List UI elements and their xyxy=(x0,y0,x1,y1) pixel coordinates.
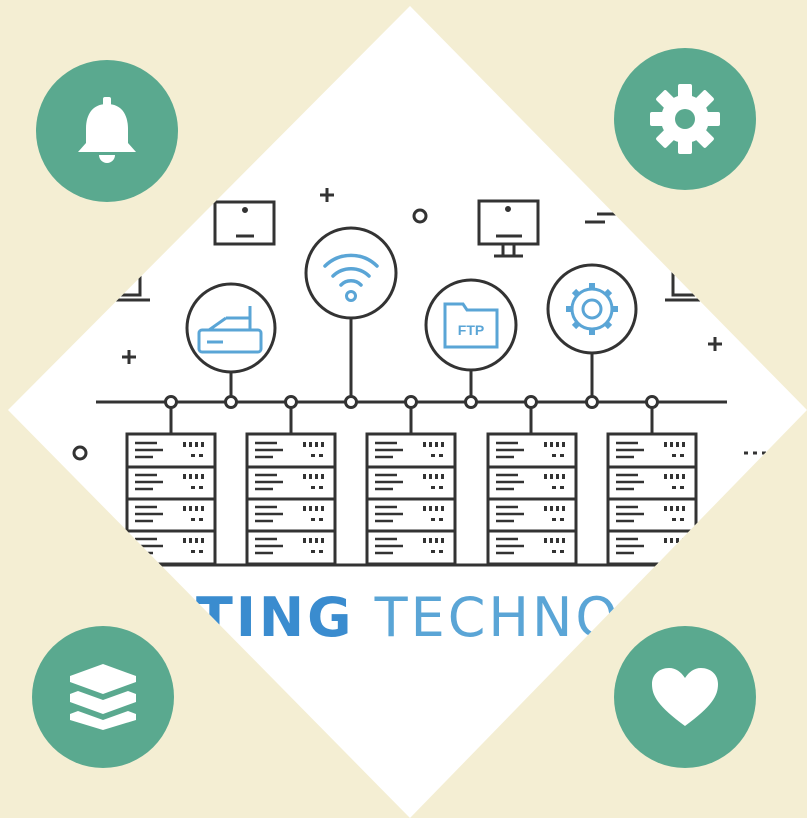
gear-icon xyxy=(650,84,720,154)
heart-badge[interactable] xyxy=(614,626,756,768)
gear-badge[interactable] xyxy=(614,48,756,190)
layers-badge[interactable] xyxy=(32,626,174,768)
caption-bold: TING xyxy=(196,586,354,649)
server-rack xyxy=(365,432,457,566)
layers-icon xyxy=(70,664,136,730)
server-rack xyxy=(245,432,337,566)
decorative-marks xyxy=(72,188,766,461)
server-rack xyxy=(606,432,698,566)
heart-icon xyxy=(652,668,718,726)
bell-icon xyxy=(78,97,136,163)
tablet-icon xyxy=(213,200,276,246)
ftp-label: FTP xyxy=(458,322,484,338)
monitor-icon xyxy=(477,199,540,258)
server-rack xyxy=(486,432,578,566)
caption-light: TECHNOL xyxy=(354,586,654,649)
server-rack xyxy=(125,432,217,566)
caption: TING TECHNOL xyxy=(196,586,654,649)
bus-nodes xyxy=(164,395,659,409)
diamond-panel xyxy=(8,6,807,818)
router-icon xyxy=(185,282,277,374)
bell-badge[interactable] xyxy=(36,60,178,202)
laptop-icon xyxy=(665,272,700,302)
ftp-folder-icon: FTP xyxy=(424,278,518,372)
settings-gear-icon xyxy=(546,263,638,355)
wifi-icon xyxy=(304,226,398,320)
